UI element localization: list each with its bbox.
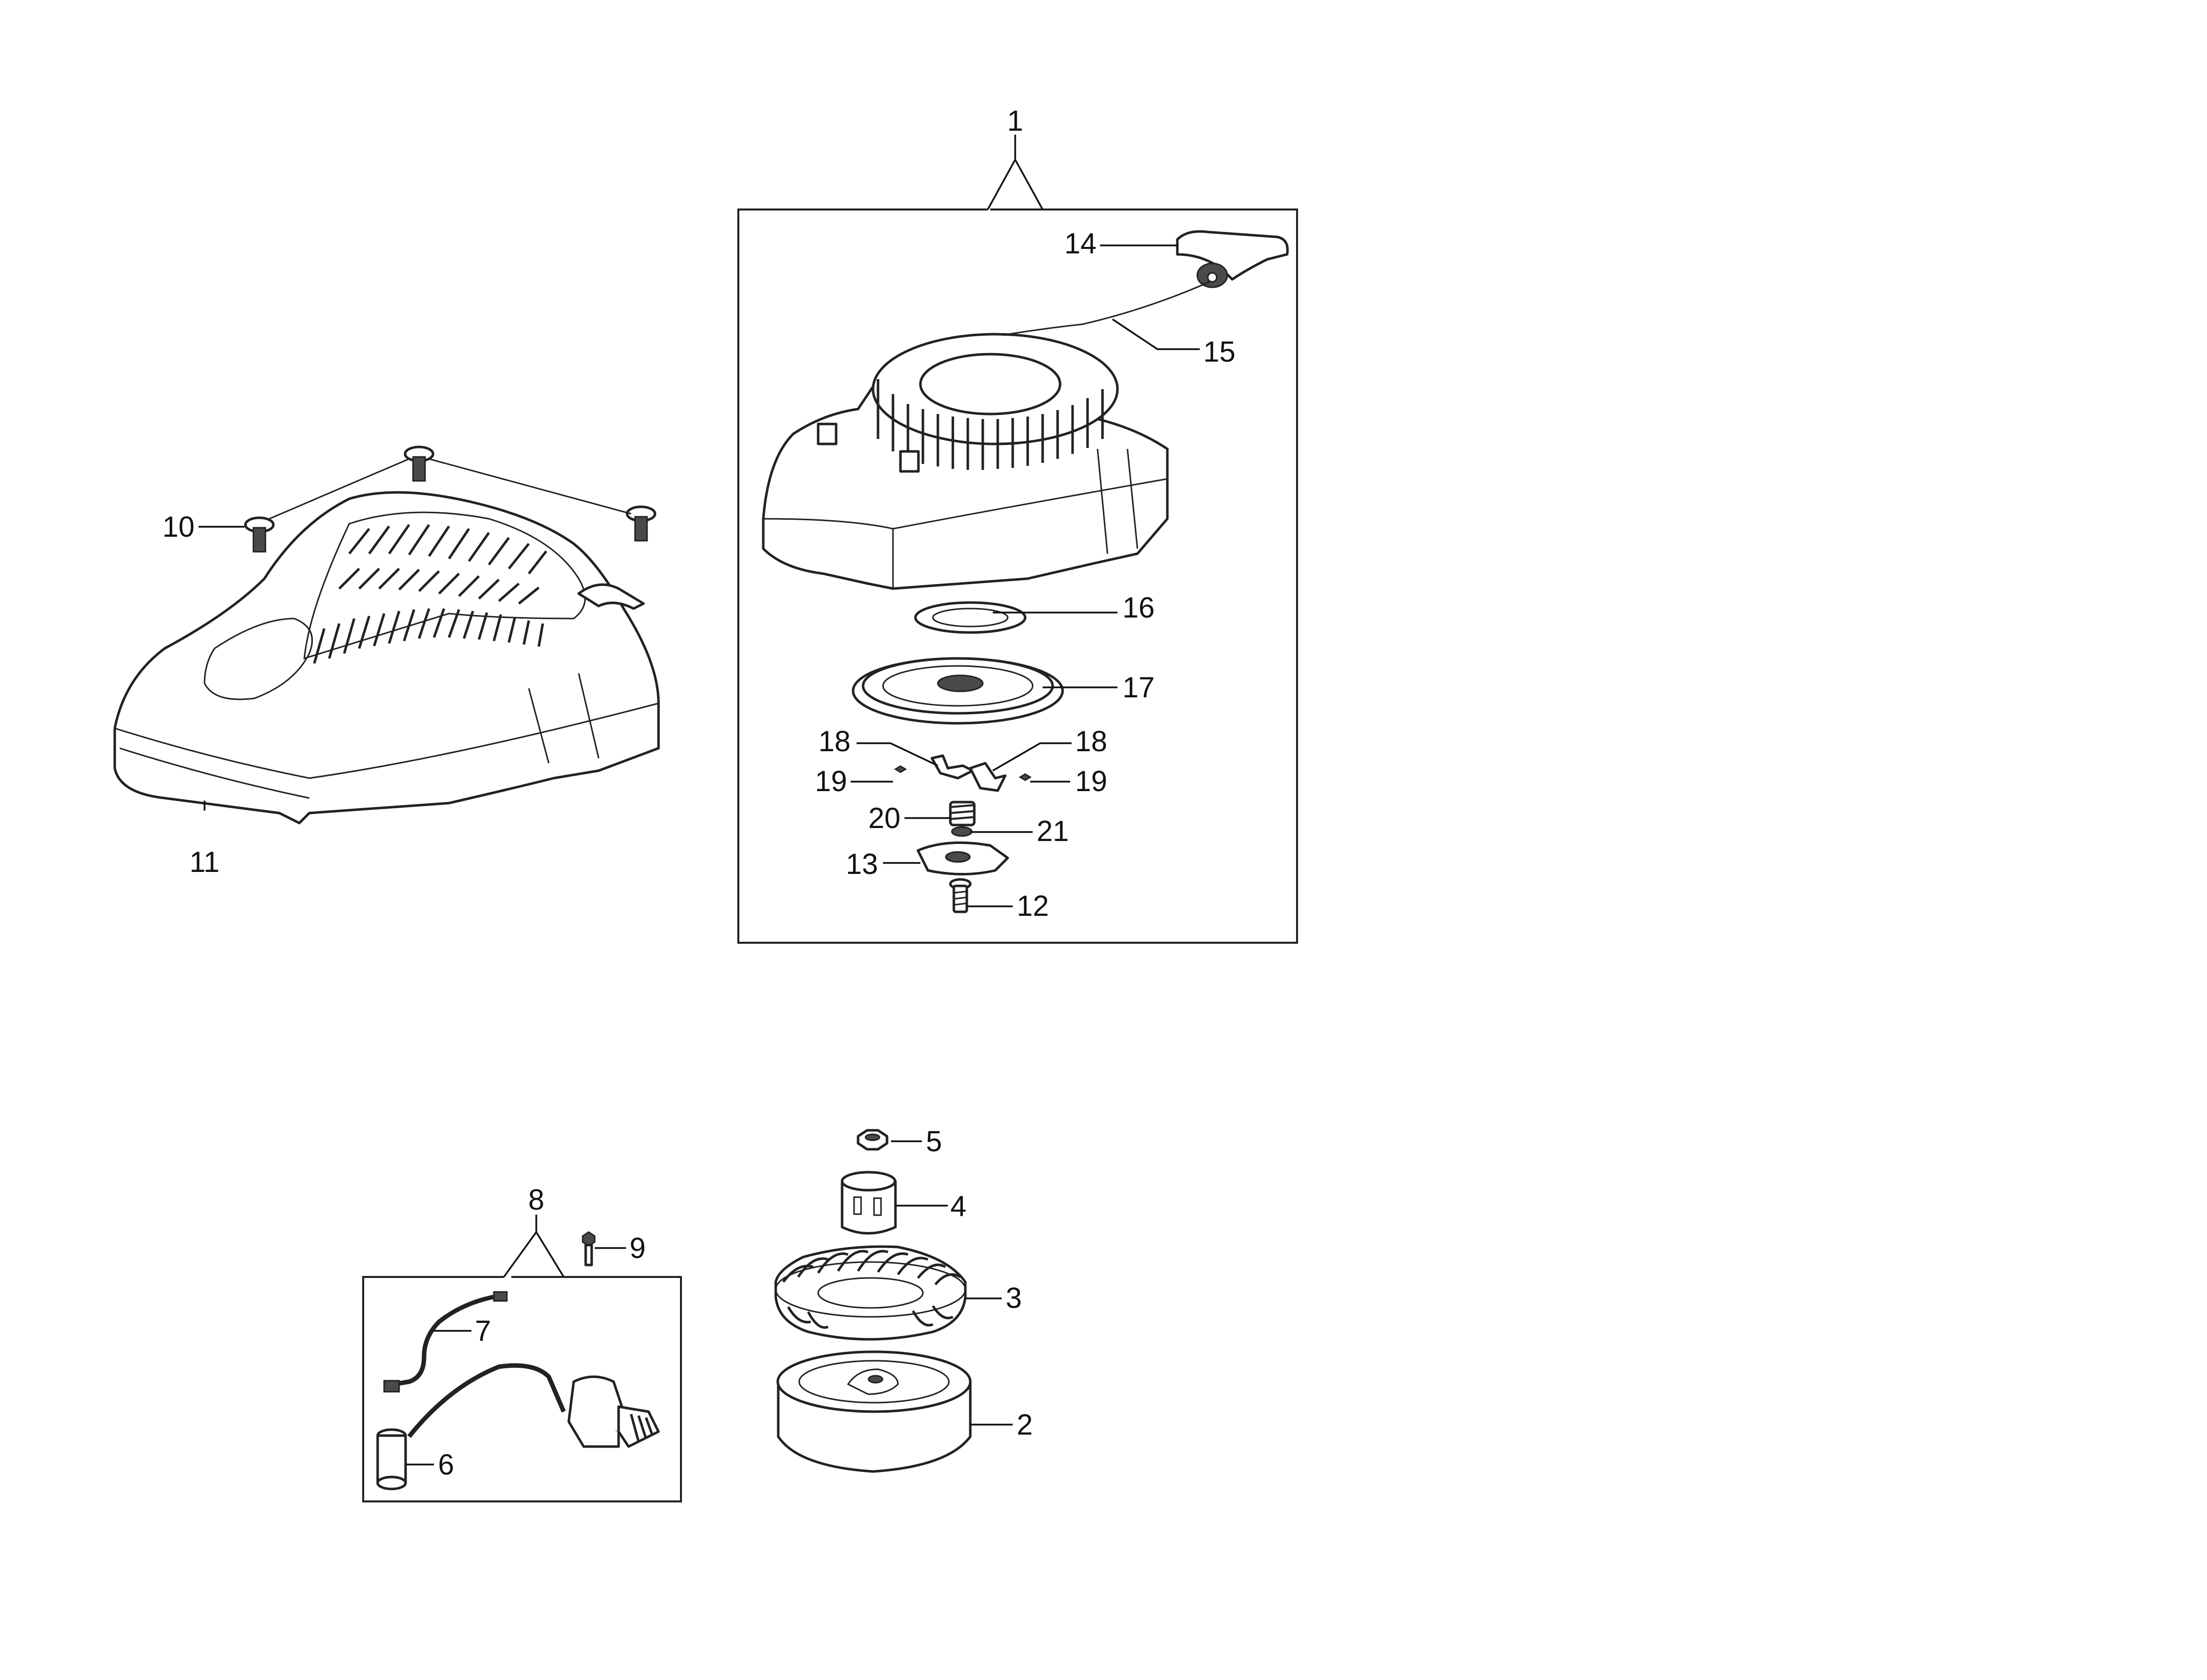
cover-screw-left bbox=[244, 516, 275, 553]
coil-bolt-part bbox=[582, 1231, 596, 1266]
callout-12: 12 bbox=[1017, 890, 1049, 922]
spark-plug-boot-part bbox=[376, 1428, 407, 1490]
flywheel-nut-part bbox=[857, 1129, 888, 1151]
callout-9: 9 bbox=[630, 1232, 646, 1264]
pawl-left-part bbox=[930, 754, 974, 780]
callout-10: 10 bbox=[162, 511, 195, 543]
starter-rope-part bbox=[1002, 281, 1210, 336]
callout-20: 20 bbox=[868, 802, 900, 835]
callout-18-left: 18 bbox=[818, 725, 851, 758]
ignition-assembly-frame bbox=[362, 1276, 682, 1502]
cover-screw-center bbox=[404, 445, 435, 482]
screw-position-lines bbox=[269, 458, 632, 520]
callout-15: 15 bbox=[1203, 336, 1236, 368]
callout-16: 16 bbox=[1122, 592, 1155, 624]
starter-housing-part bbox=[762, 333, 1169, 590]
callout-19-left: 19 bbox=[815, 765, 847, 798]
cooling-fan-part bbox=[774, 1245, 967, 1341]
pawl-spring-right-part bbox=[1019, 773, 1032, 781]
blower-cover-part bbox=[113, 491, 660, 825]
starter-handle-part bbox=[1176, 230, 1289, 288]
callout-13: 13 bbox=[846, 848, 878, 880]
cover-grille bbox=[313, 524, 547, 664]
callout-8-bracket bbox=[503, 1215, 565, 1278]
starter-assembly-frame bbox=[737, 209, 1298, 944]
pawl-right-part bbox=[969, 762, 1007, 792]
callout-14: 14 bbox=[1064, 227, 1097, 260]
starter-cup-part bbox=[841, 1171, 897, 1235]
callout-3: 3 bbox=[1006, 1282, 1022, 1314]
callout-17: 17 bbox=[1122, 671, 1155, 704]
callout-21: 21 bbox=[1037, 815, 1069, 847]
leader-lines bbox=[199, 244, 1200, 1466]
ground-wire-terminal bbox=[383, 1380, 400, 1393]
callout-8: 8 bbox=[528, 1184, 544, 1216]
callout-5: 5 bbox=[926, 1125, 942, 1158]
callout-labels: 1 14 15 16 17 18 18 19 19 20 21 13 12 10… bbox=[162, 105, 1235, 1481]
flywheel-part bbox=[776, 1350, 972, 1473]
callout-1-bracket bbox=[987, 135, 1044, 210]
callout-7: 7 bbox=[475, 1315, 491, 1347]
ground-wire-connector bbox=[493, 1291, 508, 1302]
pawl-spring-left-part bbox=[894, 765, 907, 773]
callout-1: 1 bbox=[1007, 105, 1023, 137]
reel-pulley-part bbox=[852, 657, 1064, 725]
ground-wire-part bbox=[394, 1293, 499, 1387]
ratchet-part bbox=[916, 841, 1009, 875]
ignition-coil-part bbox=[407, 1363, 660, 1448]
callout-4: 4 bbox=[950, 1190, 966, 1223]
callout-6: 6 bbox=[438, 1449, 454, 1481]
callout-19-right: 19 bbox=[1075, 765, 1107, 798]
center-bolt-part bbox=[949, 878, 972, 913]
callout-11: 11 bbox=[190, 846, 220, 878]
callout-2: 2 bbox=[1017, 1409, 1033, 1441]
callout-18-right: 18 bbox=[1075, 725, 1107, 758]
washer-part bbox=[951, 826, 973, 837]
return-spring-part bbox=[949, 801, 976, 827]
spring-cover-part bbox=[914, 601, 1027, 634]
cover-screw-right bbox=[626, 505, 657, 542]
